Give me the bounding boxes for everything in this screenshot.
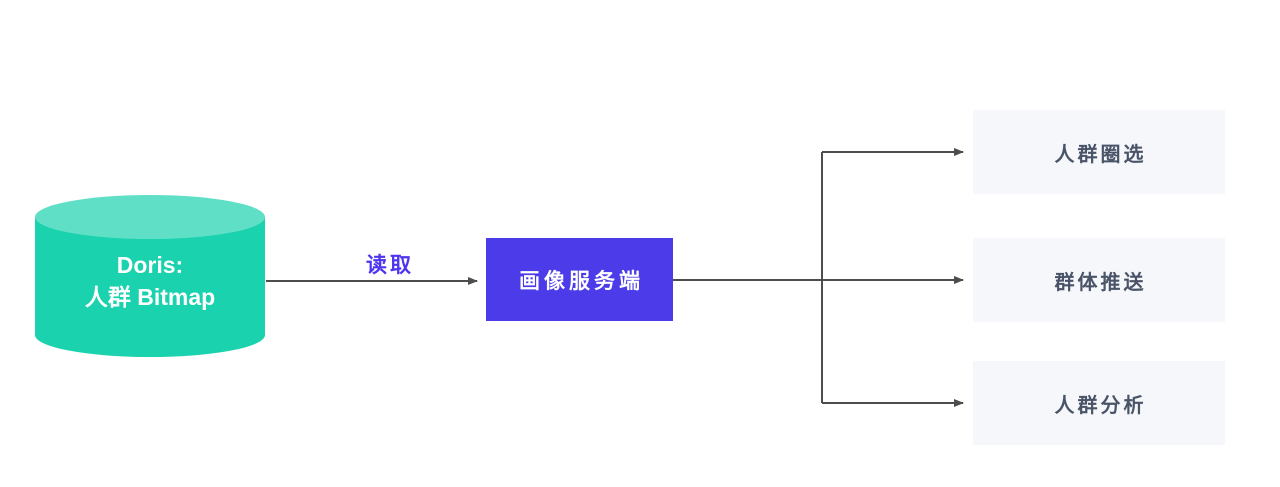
output-label-crowd-selection: 人群圈选: [1054, 143, 1147, 166]
output-node-crowd-analysis: 人群分析: [973, 361, 1225, 445]
profile-service-label: 画像服务端: [519, 269, 644, 293]
output-node-group-push: 群体推送: [973, 238, 1225, 322]
doris-bitmap-label: Doris: 人群 Bitmap: [35, 195, 265, 357]
doris-bitmap-label-line1: Doris:: [116, 251, 184, 278]
output-label-crowd-analysis: 人群分析: [1054, 394, 1147, 417]
doris-bitmap-label-line2: 人群 Bitmap: [84, 284, 216, 310]
cylinder-bottom-ellipse: [35, 313, 265, 357]
output-node-crowd-selection: 人群圈选: [973, 110, 1225, 194]
read-edge-label: 读取: [366, 254, 414, 277]
output-label-group-push: 群体推送: [1054, 271, 1147, 294]
cylinder-top-ellipse: [35, 195, 265, 239]
doris-bitmap-cylinder: Doris: 人群 Bitmap: [35, 195, 265, 357]
profile-service-node: 画像服务端: [486, 238, 673, 321]
